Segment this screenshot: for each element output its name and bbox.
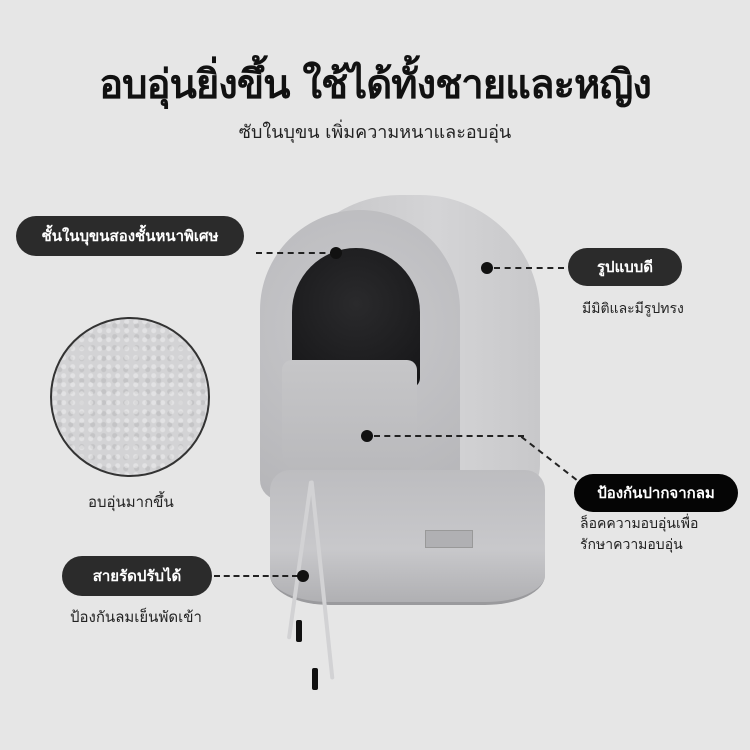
marker-dot-shape (481, 262, 493, 274)
leader-line-strap (214, 575, 298, 577)
drawstring-tip-right (312, 668, 318, 690)
marker-dot-mask (361, 430, 373, 442)
drawstring-tip-left (296, 620, 302, 642)
fleece-swatch-image (50, 317, 210, 477)
mask-caption-line-2: รักษาความอบอุ่น (580, 537, 683, 553)
leader-line-shape (494, 267, 564, 269)
hood-product-image (250, 190, 550, 690)
mask-caption-line-1: ล็อคความอบอุ่นเพื่อ (580, 516, 699, 532)
hood-face-mask (282, 360, 417, 480)
page-subtitle: ซับในบุขน เพิ่มความหนาและอบอุ่น (238, 122, 512, 143)
callout-pill-shape: รูปแบบดี (568, 248, 682, 286)
fleece-caption: อบอุ่นมากขึ้น (88, 493, 174, 511)
hood-tag (425, 530, 473, 548)
callout-pill-fur-lining: ชั้นในบุขนสองชั้นหนาพิเศษ (16, 216, 244, 256)
leader-line-fur-lining (256, 252, 336, 254)
callout-pill-strap: สายรัดปรับได้ (62, 556, 212, 596)
marker-dot-strap (297, 570, 309, 582)
callout-pill-mask: ป้องกันปากจากลม (574, 474, 738, 512)
page-title: อบอุ่นยิ่งขึ้น ใช้ได้ทั้งชายและหญิง (99, 62, 652, 108)
shape-caption: มีมิติและมีรูปทรง (582, 301, 684, 317)
marker-dot-fur-lining (330, 247, 342, 259)
leader-line-mask (374, 435, 524, 437)
strap-caption: ป้องกันลมเย็นพัดเข้า (70, 608, 202, 626)
